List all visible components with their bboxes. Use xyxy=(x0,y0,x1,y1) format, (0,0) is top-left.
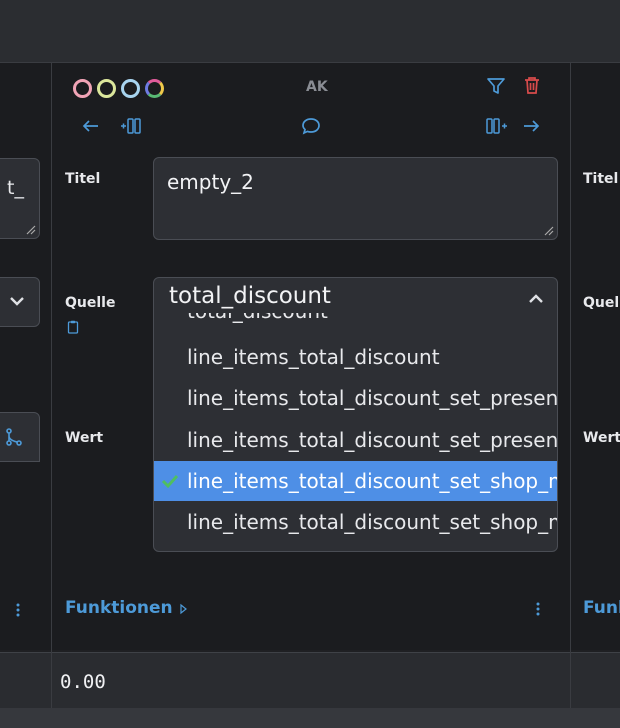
dropdown-option[interactable]: line_items_total_discount xyxy=(187,345,440,369)
chevron-down-icon xyxy=(10,297,24,306)
caret-right-icon[interactable] xyxy=(179,603,189,615)
color-circle-yellow[interactable] xyxy=(97,79,116,98)
source-dropdown-list[interactable]: total_discount line_items_total_discount… xyxy=(154,313,557,551)
footer-bar xyxy=(0,708,620,728)
branch-icon[interactable] xyxy=(5,428,23,446)
result-bar xyxy=(0,652,620,710)
left-branch-box[interactable] xyxy=(0,412,40,462)
title-label: Titel xyxy=(65,171,101,187)
chevron-up-icon[interactable] xyxy=(528,291,544,307)
resize-grip-icon[interactable] xyxy=(24,223,36,235)
result-value: 0.00 xyxy=(60,671,106,693)
top-toolbar xyxy=(0,0,620,63)
source-label: Quelle xyxy=(65,295,116,311)
source-select-value: total_discount xyxy=(169,283,331,309)
initials-badge: AK xyxy=(306,79,328,95)
column-divider xyxy=(570,652,571,708)
color-circle-rainbow[interactable] xyxy=(145,79,164,98)
value-label: Wert xyxy=(65,430,104,446)
dropdown-option[interactable]: line_items_total_discount_set_presentmen… xyxy=(187,428,557,452)
arrow-left-icon[interactable] xyxy=(80,116,100,136)
trash-icon[interactable] xyxy=(522,75,542,95)
resize-grip-icon[interactable] xyxy=(542,224,554,236)
color-circle-pink[interactable] xyxy=(73,79,92,98)
left-select-box[interactable] xyxy=(0,277,40,327)
more-vertical-icon[interactable] xyxy=(16,603,20,617)
title-textarea[interactable]: empty_2 xyxy=(153,157,558,240)
insert-column-right-icon[interactable] xyxy=(486,116,508,136)
comment-icon[interactable] xyxy=(301,116,321,136)
dropdown-option-partial[interactable]: total_discount xyxy=(154,313,557,331)
right-column xyxy=(571,63,620,650)
column-divider xyxy=(51,652,52,708)
left-title-box[interactable]: t_ xyxy=(0,158,40,239)
color-circle-blue[interactable] xyxy=(121,79,140,98)
source-select[interactable] xyxy=(153,277,558,552)
right-title-label: Titel xyxy=(583,171,619,187)
column-divider xyxy=(51,63,52,728)
dropdown-option[interactable]: line_items_total_discount_set_presentmen… xyxy=(187,386,557,410)
arrow-right-icon[interactable] xyxy=(522,116,542,136)
column-divider xyxy=(570,63,571,728)
filter-icon[interactable] xyxy=(486,76,506,96)
left-column: t_ xyxy=(0,63,51,650)
checkmark-icon xyxy=(161,474,179,489)
right-value-label: Wert xyxy=(583,430,620,446)
more-vertical-icon[interactable] xyxy=(536,602,540,616)
clipboard-icon[interactable] xyxy=(67,320,79,334)
title-value: empty_2 xyxy=(167,170,254,194)
right-functions-link[interactable]: Funk xyxy=(583,598,620,618)
dropdown-option[interactable]: line_items_total_discount_set_shop_money… xyxy=(187,510,557,534)
right-source-label: Quell xyxy=(583,295,620,311)
dropdown-option-selected[interactable]: line_items_total_discount_set_shop_money… xyxy=(154,461,557,501)
functions-link[interactable]: Funktionen xyxy=(65,598,173,618)
insert-column-left-icon[interactable] xyxy=(120,116,142,136)
left-title-fragment: t_ xyxy=(7,177,24,199)
